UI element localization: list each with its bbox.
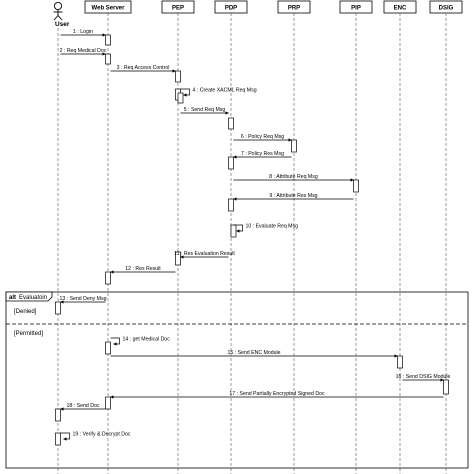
alt-fragment: alt Evaluatoin [Denied] [Permitted]	[5, 291, 469, 469]
message-17-label: 17 : Send Partially Encrypted Signed Doc	[229, 391, 325, 397]
activation-web-3	[105, 271, 111, 285]
guard-denied: [Denied]	[14, 309, 37, 315]
message-3-label: 3 : Req Access Control	[117, 65, 170, 71]
message-16: 16 : Send DSIG Module	[396, 374, 451, 382]
actor-pip: PIP	[339, 0, 373, 14]
actor-label-web-server: Web Server	[92, 6, 126, 12]
alt-operator: alt	[9, 295, 16, 301]
message-13: 13 : Send Deny Msg	[59, 296, 107, 304]
message-9: 9 : Attribute Res Msg	[233, 193, 354, 201]
message-15: 15 : Send ENC Module	[110, 350, 398, 358]
activation-web-4	[105, 341, 111, 355]
message-4-arrow	[180, 88, 190, 97]
activation-web-2	[105, 53, 111, 65]
activation-pdp-3b	[230, 224, 237, 238]
message-16-label: 16 : Send DSIG Module	[396, 374, 451, 380]
message-11: 11 : Res Evaluation Result	[174, 251, 235, 259]
actor-label-pep: PEP	[172, 6, 184, 12]
actor-pep: PEP	[161, 0, 195, 14]
activation-web-5	[105, 396, 111, 410]
message-6: 6 : Policy Req Msg	[233, 134, 292, 142]
activation-web-1	[105, 34, 111, 46]
activation-user-2	[55, 408, 61, 422]
message-2-label: 2 : Req Medical Doc	[60, 48, 107, 54]
message-4: 4 : Create XACML Req Msg	[180, 88, 257, 97]
activations	[55, 34, 449, 446]
message-14-label: 14 : get Medical Doc	[123, 337, 171, 343]
alt-fragment-tab	[5, 291, 53, 302]
activation-user-3	[55, 432, 61, 446]
message-3: 3 : Req Access Control	[110, 65, 176, 73]
actor-label-pdp: PDP	[225, 6, 237, 12]
message-7: 7 : Policy Res Msg	[233, 151, 292, 159]
stick-figure-icon	[53, 1, 63, 21]
message-12: 12 : Res Result	[110, 266, 176, 274]
actor-label-enc: ENC	[394, 6, 407, 12]
message-12-label: 12 : Res Result	[125, 266, 161, 272]
message-10-arrow	[233, 224, 243, 233]
message-19-label: 19 : Verify & Decrypt Doc	[73, 432, 131, 438]
actor-web-server: Web Server	[84, 0, 132, 14]
actor-user: User	[53, 1, 70, 28]
message-5-label: 5 : Send Req Msg	[184, 107, 226, 113]
activation-enc-1	[397, 355, 403, 369]
actor-enc: ENC	[383, 0, 417, 14]
actor-label-prp: PRP	[288, 6, 300, 12]
messages: 1 : Login 2 : Req Medical Doc 3 : Req Acce…	[59, 29, 451, 441]
message-13-label: 13 : Send Deny Msg	[59, 296, 106, 302]
message-17: 17 : Send Partially Encrypted Signed Doc	[110, 391, 444, 399]
message-19-arrow	[60, 432, 70, 441]
message-7-label: 7 : Policy Res Msg	[241, 151, 284, 157]
activation-dsig-1	[443, 379, 449, 395]
actor-label-pip: PIP	[351, 6, 361, 12]
message-8-label: 8 : Attribute Req Msg	[269, 174, 318, 180]
message-6-label: 6 : Policy Req Msg	[241, 134, 284, 140]
message-9-label: 9 : Attribute Res Msg	[269, 193, 317, 199]
message-19: 19 : Verify & Decrypt Doc	[60, 432, 131, 441]
message-11-label: 11 : Res Evaluation Result	[174, 251, 235, 257]
message-15-label: 15 : Send ENC Module	[227, 350, 280, 356]
lifelines	[57, 13, 447, 474]
activation-pip-1	[353, 179, 359, 193]
message-14: 14 : get Medical Doc	[110, 337, 171, 346]
message-18-label: 18 : Send Doc	[67, 403, 100, 409]
activation-pdp-3	[228, 198, 234, 212]
activation-pdp-1	[228, 117, 234, 130]
actor-dsig: DSIG	[429, 0, 463, 14]
message-1: 1 : Login	[60, 29, 106, 37]
activation-pep-2b	[177, 92, 184, 104]
actor-label-dsig: DSIG	[439, 6, 454, 12]
message-4-label: 4 : Create XACML Req Msg	[193, 88, 257, 94]
message-2: 2 : Req Medical Doc	[60, 48, 107, 56]
alt-name: Evaluatoin	[19, 295, 47, 301]
message-18: 18 : Send Doc	[60, 403, 106, 411]
activation-user-1	[55, 301, 61, 315]
message-8: 8 : Attribute Req Msg	[233, 174, 354, 182]
message-5: 5 : Send Req Msg	[180, 107, 229, 115]
actor-label-user: User	[55, 21, 70, 28]
activation-pdp-2	[228, 156, 234, 170]
activation-pep-1	[175, 70, 181, 83]
message-10: 10 : Evaluate Req Msg	[233, 224, 299, 233]
actor-pdp: PDP	[214, 0, 248, 14]
message-1-label: 1 : Login	[73, 29, 93, 35]
actor-prp: PRP	[277, 0, 311, 14]
message-14-arrow	[110, 337, 120, 346]
activation-prp-1	[291, 139, 297, 153]
alt-fragment-frame	[5, 291, 469, 469]
guard-permitted: [Permitted]	[14, 331, 43, 337]
message-10-label: 10 : Evaluate Req Msg	[246, 224, 299, 230]
